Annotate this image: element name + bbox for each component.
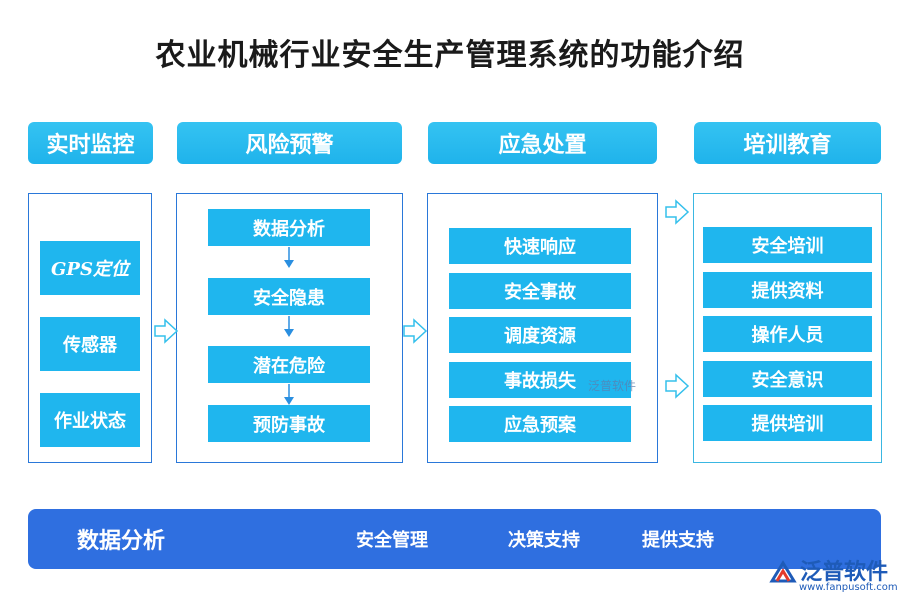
- item-provide-training: 提供培训: [703, 405, 872, 441]
- right-arrow-icon: [403, 318, 428, 344]
- watermark-text: 泛普软件: [588, 379, 637, 393]
- header-realtime-monitoring: 实时监控: [28, 122, 153, 164]
- right-arrow-icon: [154, 318, 179, 344]
- item-safety-accident: 安全事故: [449, 273, 631, 309]
- item-operation-status: 作业状态: [40, 393, 140, 447]
- fanpu-logo: 泛普软件 www.fanpusoft.com: [768, 553, 898, 597]
- item-safety-hazard: 安全隐患: [208, 278, 370, 315]
- panel-training-education: 安全培训 提供资料 操作人员 安全意识 提供培训: [693, 193, 882, 463]
- item-data-analysis: 数据分析: [208, 209, 370, 246]
- item-safety-awareness: 安全意识: [703, 361, 872, 397]
- panel-realtime-monitoring: GPS定位 传感器 作业状态: [28, 193, 152, 463]
- item-rapid-response: 快速响应: [449, 228, 631, 264]
- header-emergency-handling: 应急处置: [428, 122, 657, 164]
- bottom-bar: 数据分析 安全管理 决策支持 提供支持: [28, 509, 881, 569]
- item-sensor: 传感器: [40, 317, 140, 371]
- panel-emergency-handling: 快速响应 安全事故 调度资源 事故损失 应急预案: [427, 193, 658, 463]
- panel-risk-warning: 数据分析 安全隐患 潜在危险 预防事故: [176, 193, 403, 463]
- logo-text: 泛普软件: [800, 559, 889, 585]
- item-operators: 操作人员: [703, 316, 872, 352]
- item-accident-prevention: 预防事故: [208, 405, 370, 442]
- item-dispatch-resources: 调度资源: [449, 317, 631, 353]
- logo-url: www.fanpusoft.com: [799, 582, 898, 593]
- item-provide-materials: 提供资料: [703, 272, 872, 308]
- item-potential-danger: 潜在危险: [208, 346, 370, 383]
- diagram-title: 农业机械行业安全生产管理系统的功能介绍: [155, 38, 745, 73]
- logo-mark-icon: [769, 560, 797, 583]
- item-emergency-plan: 应急预案: [449, 406, 631, 442]
- item-gps-positioning: GPS定位: [40, 241, 140, 295]
- header-risk-warning: 风险预警: [177, 122, 402, 164]
- right-arrow-icon: [665, 373, 690, 399]
- item-safety-training: 安全培训: [703, 227, 872, 263]
- item-accident-loss: 事故损失: [449, 362, 631, 398]
- bottom-item-safety-management: 安全管理: [356, 530, 428, 551]
- bottom-item-provide-support: 提供支持: [642, 530, 714, 551]
- bottom-item-decision-support: 决策支持: [508, 530, 580, 551]
- header-training-education: 培训教育: [694, 122, 881, 164]
- down-arrow-icon: [284, 384, 294, 405]
- bottom-main-label: 数据分析: [77, 528, 166, 554]
- right-arrow-icon: [665, 199, 690, 225]
- down-arrow-icon: [284, 247, 294, 268]
- down-arrow-icon: [284, 316, 294, 337]
